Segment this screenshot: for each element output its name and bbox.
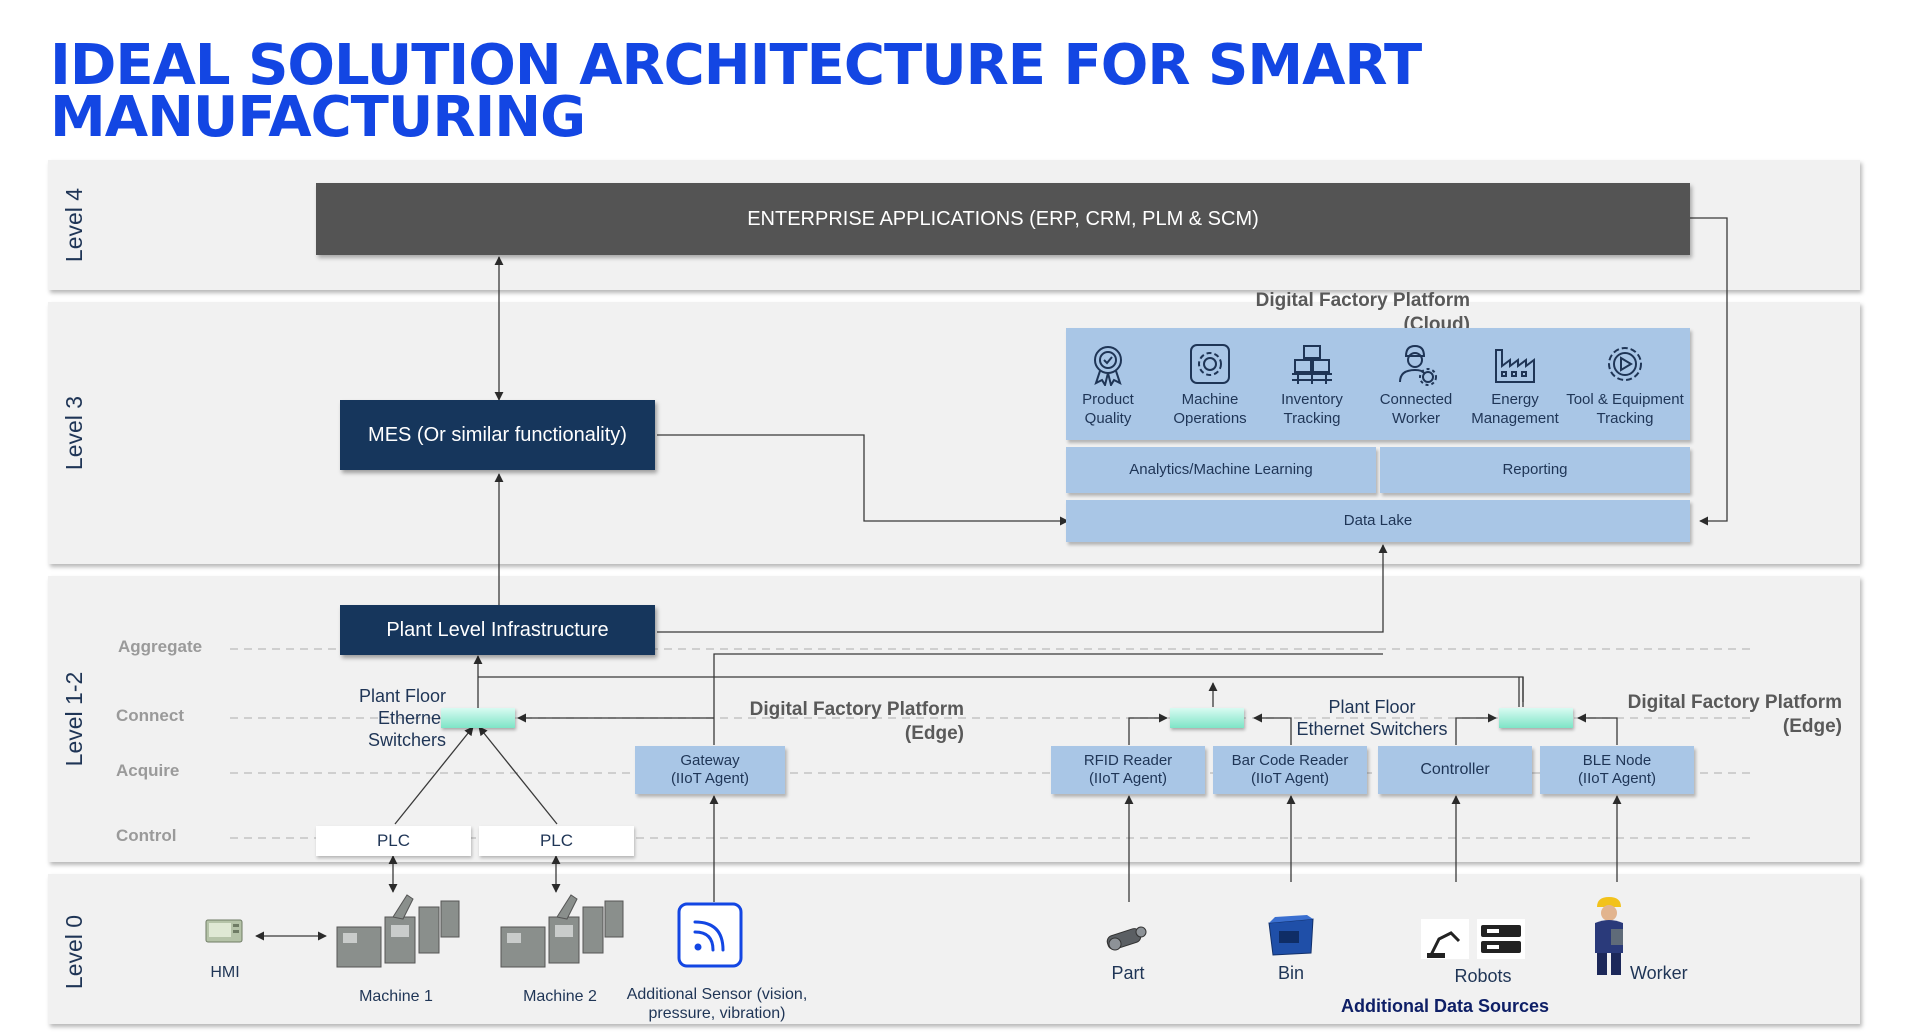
app-energy-management-label1: Energy (1491, 391, 1539, 408)
worker-label: Worker (1630, 963, 1688, 983)
plant-level-infrastructure-box: Plant Level Infrastructure (340, 605, 655, 655)
ble-line2: (IIoT Agent) (1577, 770, 1657, 787)
app-connected-worker: Connected Worker (1366, 342, 1466, 428)
app-connected-worker-label2: Worker (1391, 410, 1441, 427)
tier-control-label: Control (116, 826, 177, 845)
sensor-image (677, 902, 743, 968)
tier-aggregate-label: Aggregate (118, 637, 203, 656)
tier-connect-label: Connect (116, 706, 184, 725)
cloud-platform-title-line1: Digital Factory Platform (1255, 290, 1470, 311)
bin-image (1265, 913, 1317, 957)
robots-icon (1421, 919, 1525, 959)
bin-label: Bin (1277, 963, 1304, 983)
app-tool-equipment-tracking-label1: Tool & Equipment (1566, 391, 1684, 408)
plc-1-box: PLC (316, 826, 471, 856)
machine-icon (500, 894, 624, 968)
app-tool-equipment-tracking-label2: Tracking (1596, 410, 1654, 427)
gateway-line1: Gateway (680, 752, 740, 769)
part-icon (1106, 926, 1147, 951)
part-image (1103, 920, 1153, 954)
wireless-sensor-icon (677, 902, 743, 968)
edge-right-line1: Digital Factory Platform (1627, 692, 1842, 713)
analytics-ml-box: Analytics/Machine Learning (1066, 447, 1376, 493)
app-inventory-tracking-label2: Tracking (1283, 410, 1341, 427)
bar-code-reader-box: Bar Code Reader (IIoT Agent) (1213, 746, 1367, 794)
plant-floor-left-line1: Plant Floor (358, 686, 446, 706)
plant-floor-switchers-right-label: Plant Floor Ethernet Switchers (1282, 696, 1462, 740)
data-lake-box: Data Lake (1066, 500, 1690, 542)
additional-data-sources-label: Additional Data Sources (1340, 996, 1550, 1016)
rfid-reader-box: RFID Reader (IIoT Agent) (1051, 746, 1205, 794)
cloud-apps-panel (1066, 328, 1690, 440)
page-title: IDEAL SOLUTION ARCHITECTURE FOR SMART MA… (50, 33, 1422, 150)
plant-floor-switchers-left-label: Plant Floor Ethernet Switchers (316, 685, 446, 751)
gear-screen-icon (1190, 344, 1230, 384)
reporting-box: Reporting (1380, 447, 1690, 493)
app-product-quality-label1: Product (1082, 391, 1134, 408)
edge-left-line1: Digital Factory Platform (749, 699, 964, 720)
sensor-label-line1: Additional Sensor (vision, (626, 986, 808, 1003)
hmi-image (205, 918, 243, 946)
machine-icon (336, 894, 460, 968)
app-energy-management-label2: Management (1471, 410, 1559, 427)
barcode-line2: (IIoT Agent) (1250, 770, 1330, 787)
app-tool-equipment-tracking: Tool & Equipment Tracking (1565, 342, 1685, 428)
plc-2-box: PLC (479, 826, 634, 856)
worker-gear-icon (1399, 344, 1437, 386)
app-inventory-tracking: Inventory Tracking (1262, 342, 1362, 428)
barcode-line1: Bar Code Reader (1231, 752, 1349, 769)
app-connected-worker-label1: Connected (1379, 391, 1453, 408)
worker-image (1589, 895, 1629, 977)
ble-line1: BLE Node (1582, 752, 1652, 769)
ethernet-switch-right (1499, 708, 1573, 728)
app-product-quality-label2: Quality (1084, 410, 1132, 427)
app-product-quality: Product Quality (1058, 342, 1158, 428)
gateway-line2: (IIoT Agent) (670, 770, 750, 787)
app-machine-operations: Machine Operations (1160, 342, 1260, 428)
gear-play-icon (1608, 347, 1642, 381)
controller-box: Controller (1378, 746, 1532, 794)
ethernet-switch-left (441, 708, 515, 728)
plant-floor-left-line2: Ethernet (377, 708, 446, 728)
ble-node-box: BLE Node (IIoT Agent) (1540, 746, 1694, 794)
bin-icon (1268, 915, 1314, 956)
plant-floor-right-line1: Plant Floor (1328, 697, 1416, 717)
edge-platform-title-left: Digital Factory Platform (Edge) (660, 698, 964, 746)
gateway-box: Gateway (IIoT Agent) (635, 746, 785, 794)
machine-2-label: Machine 2 (523, 988, 597, 1005)
app-machine-operations-label2: Operations (1173, 410, 1247, 427)
machine-1-image (333, 893, 463, 975)
machine-1-label: Machine 1 (359, 988, 433, 1005)
plant-floor-right-line2: Ethernet Switchers (1296, 719, 1448, 739)
factory-icon (1495, 349, 1535, 383)
machine-2-image (497, 893, 627, 975)
edge-platform-title-right: Digital Factory Platform (Edge) (1536, 691, 1842, 739)
boxes-icon (1292, 345, 1332, 384)
hmi-panel-icon (205, 919, 243, 943)
rfid-line1: RFID Reader (1083, 752, 1173, 769)
mes-box: MES (Or similar functionality) (340, 400, 655, 470)
robots-label: Robots (1454, 966, 1512, 986)
edge-left-line2: (Edge) (904, 723, 964, 744)
app-machine-operations-label1: Machine (1181, 391, 1239, 408)
plant-floor-left-line3: Switchers (367, 730, 446, 750)
edge-right-line2: (Edge) (1782, 716, 1842, 737)
app-inventory-tracking-label1: Inventory (1281, 391, 1343, 408)
ethernet-switch-middle (1170, 708, 1244, 728)
part-label: Part (1111, 963, 1145, 983)
robots-image (1421, 919, 1525, 959)
tier-acquire-label: Acquire (116, 761, 180, 780)
app-energy-management: Energy Management (1465, 342, 1565, 428)
enterprise-applications-box: ENTERPRISE APPLICATIONS (ERP, CRM, PLM &… (316, 183, 1690, 255)
sensor-label: Additional Sensor (vision, pressure, vib… (612, 985, 822, 1023)
rfid-line2: (IIoT Agent) (1088, 770, 1168, 787)
sensor-label-line2: pressure, vibration) (648, 1005, 786, 1022)
quality-badge-icon (1094, 346, 1122, 386)
hmi-label: HMI (210, 964, 240, 981)
worker-person-icon (1595, 897, 1623, 975)
